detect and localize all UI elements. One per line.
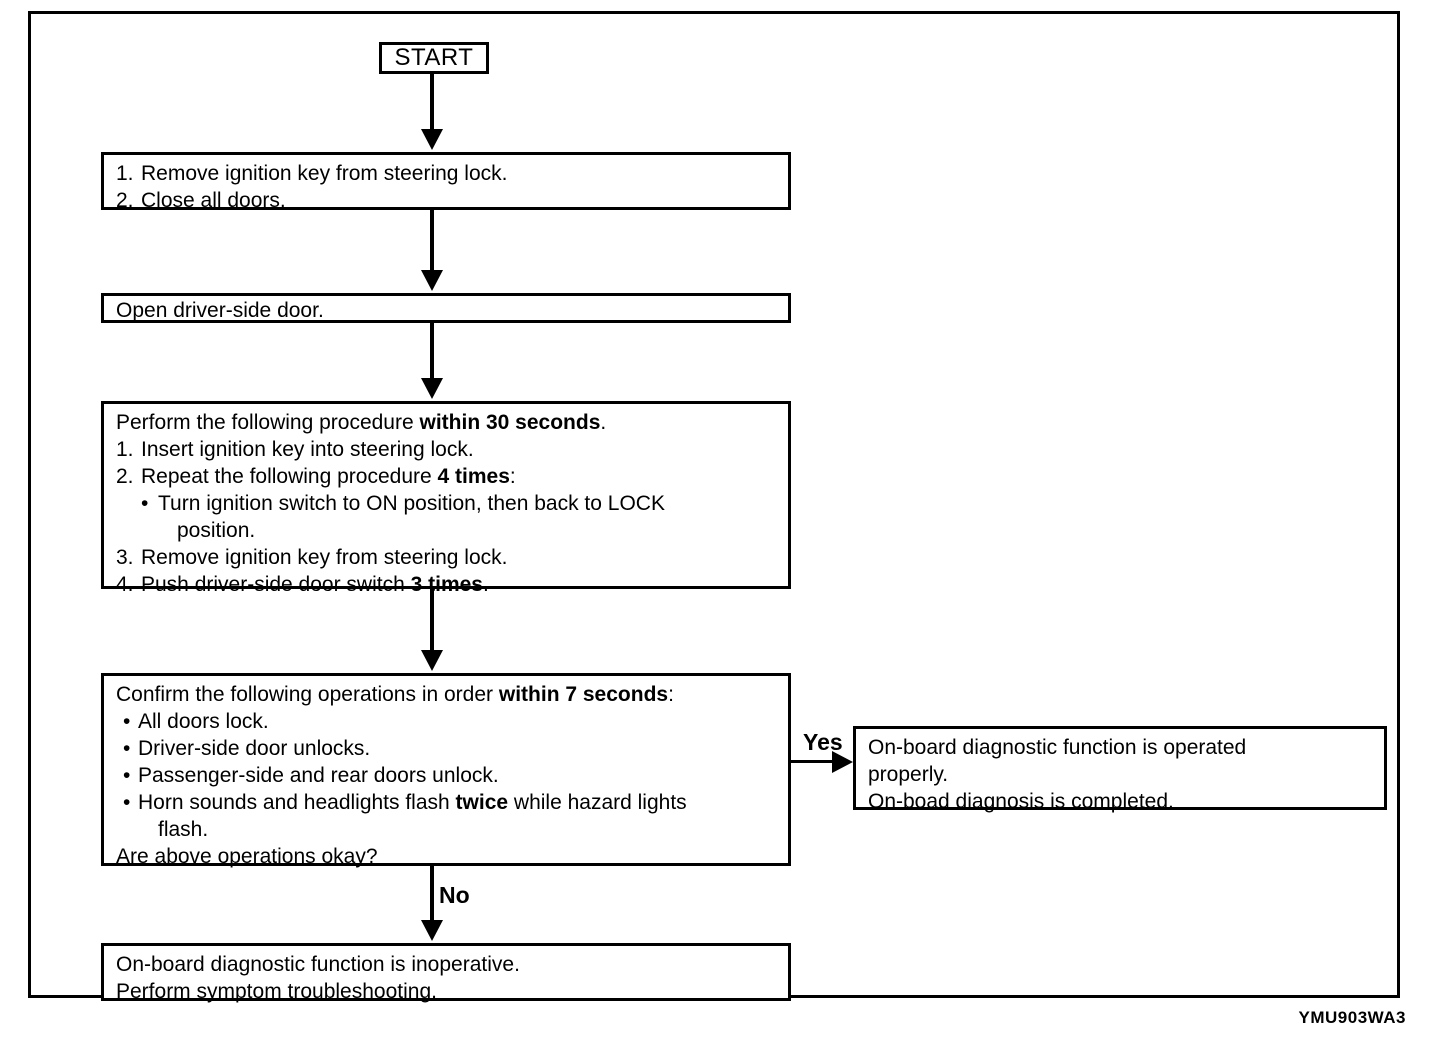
confirm-bullet-1: • All doors lock.	[116, 708, 778, 735]
step3-item-2-suffix: :	[509, 465, 516, 488]
confirm-question: Are above operations okay?	[116, 845, 378, 868]
branch-label-yes: Yes	[803, 729, 843, 755]
step3-heading-bold: within 30 seconds	[419, 411, 601, 434]
step2-text: Open driver-side door.	[116, 299, 324, 322]
step3-bullet-1-line2: position.	[177, 519, 256, 542]
arrowhead-step3-to-confirm	[421, 650, 443, 671]
connector-step3-to-confirm	[430, 589, 434, 651]
connector-confirm-to-no	[430, 866, 434, 928]
step3-item-4-marker: 4.	[116, 573, 134, 596]
result-no-line-2: Perform symptom troubleshooting.	[116, 980, 437, 1003]
step3-item-4-prefix: Push driver-side door switch	[141, 573, 411, 596]
step1-item-2: 2. Close all doors.	[116, 187, 778, 214]
bullet-icon: •	[141, 492, 149, 515]
result-no-line-1: On-board diagnostic function is inoperat…	[116, 953, 520, 976]
node-step1: 1. Remove ignition key from steering loc…	[101, 152, 791, 212]
step3-item-1: 1. Insert ignition key into steering loc…	[116, 436, 778, 463]
step3-item-2-marker: 2.	[116, 465, 134, 488]
node-step2: Open driver-side door.	[101, 293, 791, 323]
step3-heading-prefix: Perform the following procedure	[116, 411, 420, 434]
step3-item-3-text: Remove ignition key from steering lock.	[141, 546, 508, 569]
branch-label-no: No	[439, 882, 470, 908]
arrowhead-step1-to-step2	[421, 270, 443, 291]
confirm-bullet-4-suffix: while hazard lights	[508, 791, 687, 814]
bullet-icon: •	[123, 737, 131, 760]
step3-item-2: 2. Repeat the following procedure 4 time…	[116, 463, 778, 490]
node-step3: Perform the following procedure within 3…	[101, 401, 791, 596]
step3-item-3-marker: 3.	[116, 546, 134, 569]
confirm-heading: Confirm the following operations in orde…	[116, 681, 778, 708]
step3-item-3: 3. Remove ignition key from steering loc…	[116, 544, 778, 571]
confirm-bullet-4-bold: twice	[455, 791, 509, 814]
step1-item-1-text: Remove ignition key from steering lock.	[141, 162, 508, 185]
bullet-icon: •	[123, 710, 131, 733]
figure-frame: START 1. Remove ignition key from steeri…	[28, 11, 1400, 1003]
step1-item-2-text: Close all doors.	[141, 189, 286, 212]
step3-item-1-text: Insert ignition key into steering lock.	[141, 438, 474, 461]
connector-step2-to-step3	[430, 323, 434, 385]
step1-item-1-marker: 1.	[116, 162, 134, 185]
confirm-bullet-4: • Horn sounds and headlights flash twice…	[116, 789, 778, 843]
confirm-bullet-3-text: Passenger-side and rear doors unlock.	[138, 764, 499, 787]
confirm-bullet-4-prefix: Horn sounds and headlights flash	[138, 791, 456, 814]
node-result-yes: On-board diagnostic function is operated…	[853, 726, 1387, 813]
step1-item-2-marker: 2.	[116, 189, 134, 212]
step3-item-4: 4. Push driver-side door switch 3 times.	[116, 571, 778, 598]
connector-confirm-to-yes	[791, 760, 844, 763]
arrowhead-confirm-to-yes	[832, 751, 853, 773]
step3-item-1-marker: 1.	[116, 438, 134, 461]
step3-item-4-bold: 3 times	[410, 573, 483, 596]
arrowhead-start-to-step1	[421, 129, 443, 150]
bullet-icon: •	[123, 791, 131, 814]
node-confirm: Confirm the following operations in orde…	[101, 673, 791, 868]
step3-bullet-1: • Turn ignition switch to ON position, t…	[116, 490, 778, 544]
node-result-no: On-board diagnostic function is inoperat…	[101, 943, 791, 1003]
node-start: START	[379, 42, 489, 74]
step3-item-2-prefix: Repeat the following procedure	[141, 465, 438, 488]
arrowhead-confirm-to-no	[421, 920, 443, 941]
confirm-heading-prefix: Confirm the following operations in orde…	[116, 683, 499, 706]
confirm-bullet-2-text: Driver-side door unlocks.	[138, 737, 371, 760]
step3-item-2-bold: 4 times	[437, 465, 510, 488]
confirm-bullet-2: • Driver-side door unlocks.	[116, 735, 778, 762]
confirm-bullet-4-line2: flash.	[158, 818, 209, 841]
figure-code: YMU903WA3	[1298, 1008, 1406, 1027]
step3-heading: Perform the following procedure within 3…	[116, 409, 778, 436]
connector-start-to-step1	[430, 72, 434, 134]
step3-heading-suffix: .	[600, 411, 607, 434]
arrowhead-step2-to-step3	[421, 378, 443, 399]
step1-item-1: 1. Remove ignition key from steering loc…	[116, 160, 778, 187]
confirm-bullet-3: • Passenger-side and rear doors unlock.	[116, 762, 778, 789]
result-yes-line-2: properly.	[868, 763, 949, 786]
connector-step1-to-step2	[430, 210, 434, 272]
confirm-bullet-1-text: All doors lock.	[138, 710, 269, 733]
result-yes-line-3: On-boad diagnosis is completed.	[868, 790, 1174, 813]
step3-item-4-suffix: .	[482, 573, 489, 596]
step3-bullet-1-line1: Turn ignition switch to ON position, the…	[158, 492, 665, 515]
start-label: START	[394, 44, 474, 71]
result-yes-line-1: On-board diagnostic function is operated	[868, 736, 1247, 759]
confirm-heading-bold: within 7 seconds	[498, 683, 669, 706]
confirm-heading-suffix: :	[668, 683, 674, 706]
bullet-icon: •	[123, 764, 131, 787]
